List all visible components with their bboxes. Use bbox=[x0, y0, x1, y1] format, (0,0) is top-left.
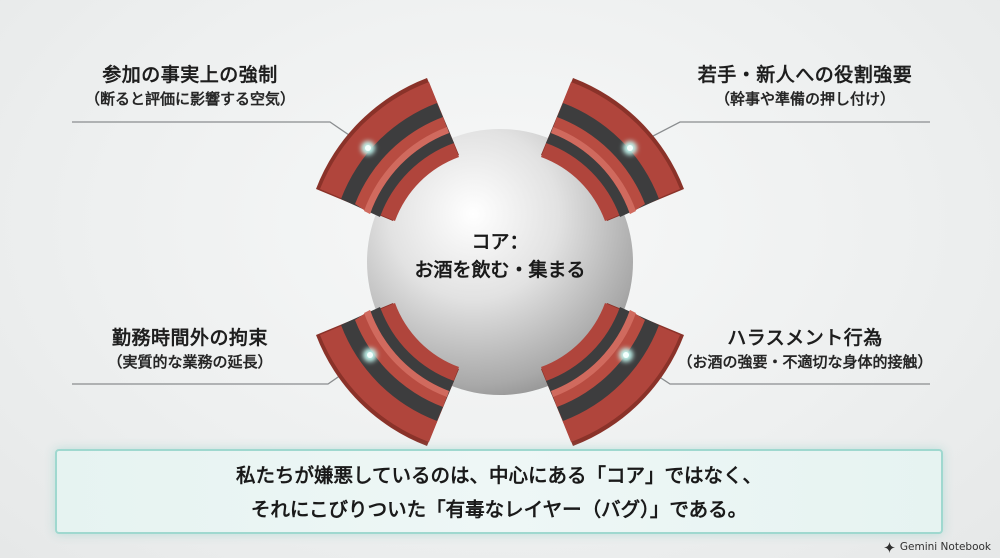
conclusion-line-2: それにこびりついた「有毒なレイヤー（バグ）」である。 bbox=[250, 498, 748, 521]
layer-label-bottom-right: ハラスメント行為 （お酒の強要・不適切な身体的接触） bbox=[655, 325, 955, 373]
layer-subtitle: （幹事や準備の押し付け） bbox=[714, 90, 895, 108]
connector-dot-top-right bbox=[623, 141, 637, 155]
connector-dot-bottom-left bbox=[363, 348, 377, 362]
layer-subtitle: （断ると評価に影響する空気） bbox=[84, 90, 295, 108]
layer-title: 勤務時間外の拘束 bbox=[111, 327, 268, 349]
leader-line-top-left bbox=[72, 121, 369, 149]
layer-label-bottom-left: 勤務時間外の拘束 （実質的な業務の延長） bbox=[40, 325, 340, 373]
gemini-logo-icon bbox=[883, 541, 895, 553]
layer-bottom-left bbox=[316, 303, 459, 446]
core-label: コア： お酒を飲む・集まる bbox=[385, 228, 615, 284]
layer-label-top-left: 参加の事実上の強制 （断ると評価に影響する空気） bbox=[40, 62, 340, 110]
connector-dot-top-left bbox=[361, 141, 375, 155]
connector-dots bbox=[361, 141, 637, 362]
layer-subtitle: （実質的な業務の延長） bbox=[107, 353, 273, 371]
core-label-line-1: コア： bbox=[471, 231, 529, 253]
brand-watermark: Gemini Notebook bbox=[883, 541, 991, 553]
leader-line-top-right bbox=[629, 121, 930, 149]
layer-top-right bbox=[541, 78, 684, 221]
core-sphere bbox=[367, 129, 633, 395]
layer-title: 若手・新人への役割強要 bbox=[697, 64, 913, 86]
layer-label-top-right: 若手・新人への役割強要 （幹事や準備の押し付け） bbox=[655, 62, 955, 110]
connector-dot-bottom-right bbox=[619, 348, 633, 362]
layer-bottom-right bbox=[541, 303, 684, 446]
core-label-line-2: お酒を飲む・集まる bbox=[414, 259, 586, 281]
layer-title: 参加の事実上の強制 bbox=[102, 64, 278, 86]
layer-subtitle: （お酒の強要・不適切な身体的接触） bbox=[677, 353, 933, 371]
conclusion-line-1: 私たちが嫌悪しているのは、中心にある「コア」ではなく、 bbox=[236, 464, 762, 487]
layer-title: ハラスメント行為 bbox=[727, 327, 883, 349]
brand-name: Gemini Notebook bbox=[899, 541, 991, 553]
conclusion-box: 私たちが嫌悪しているのは、中心にある「コア」ではなく、 それにこびりついた「有毒… bbox=[55, 449, 943, 534]
layer-top-left bbox=[316, 78, 459, 221]
